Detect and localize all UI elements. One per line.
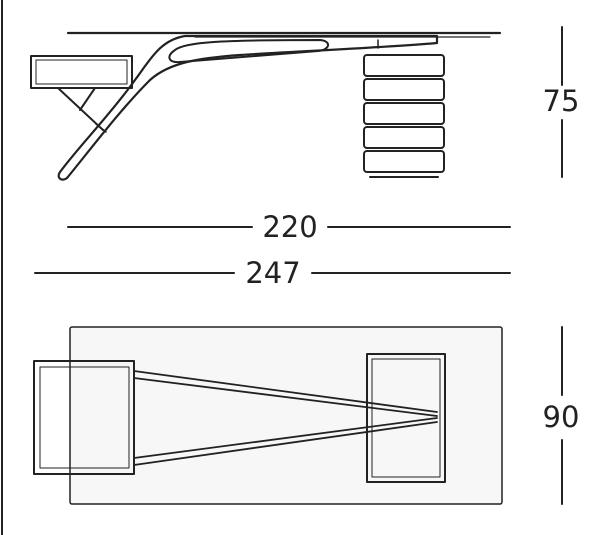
right-drawer-plan-inner [371,358,441,478]
drawer-unit [363,102,445,125]
height-dimension: 75 [543,26,580,178]
drawer-unit [363,54,445,77]
support-beam-bottom-outer [133,421,438,466]
inner-length-label: 220 [262,210,317,244]
left-drawer-side [30,55,133,89]
support-beam-top-inner [133,377,438,417]
drawer-unit [363,150,445,173]
support-slot [168,39,329,64]
support-beam-bottom-inner [133,417,438,459]
side-elevation-view [30,31,502,181]
plan-view [33,326,503,505]
inner-length-dimension: 220 [67,210,511,244]
left-drawer-plan-outer [33,360,135,475]
left-drawer-inner [35,59,128,85]
left-drawer-plan-inner [39,366,130,469]
right-drawer-plan-outer [366,353,446,483]
drawer-unit [363,78,445,101]
overall-length-label: 247 [245,256,300,290]
drawer-unit [363,126,445,149]
drawer-brace-b [79,87,96,111]
drawer-brace-c [95,123,107,133]
right-drawer-stack [363,54,445,178]
height-dimension-label: 75 [543,84,580,118]
support-beam-top-outer [133,370,438,413]
desktop-outline [69,326,503,505]
overall-length-dimension: 247 [34,256,511,290]
depth-dimension: 90 [543,326,580,505]
depth-dimension-label: 90 [543,400,580,434]
